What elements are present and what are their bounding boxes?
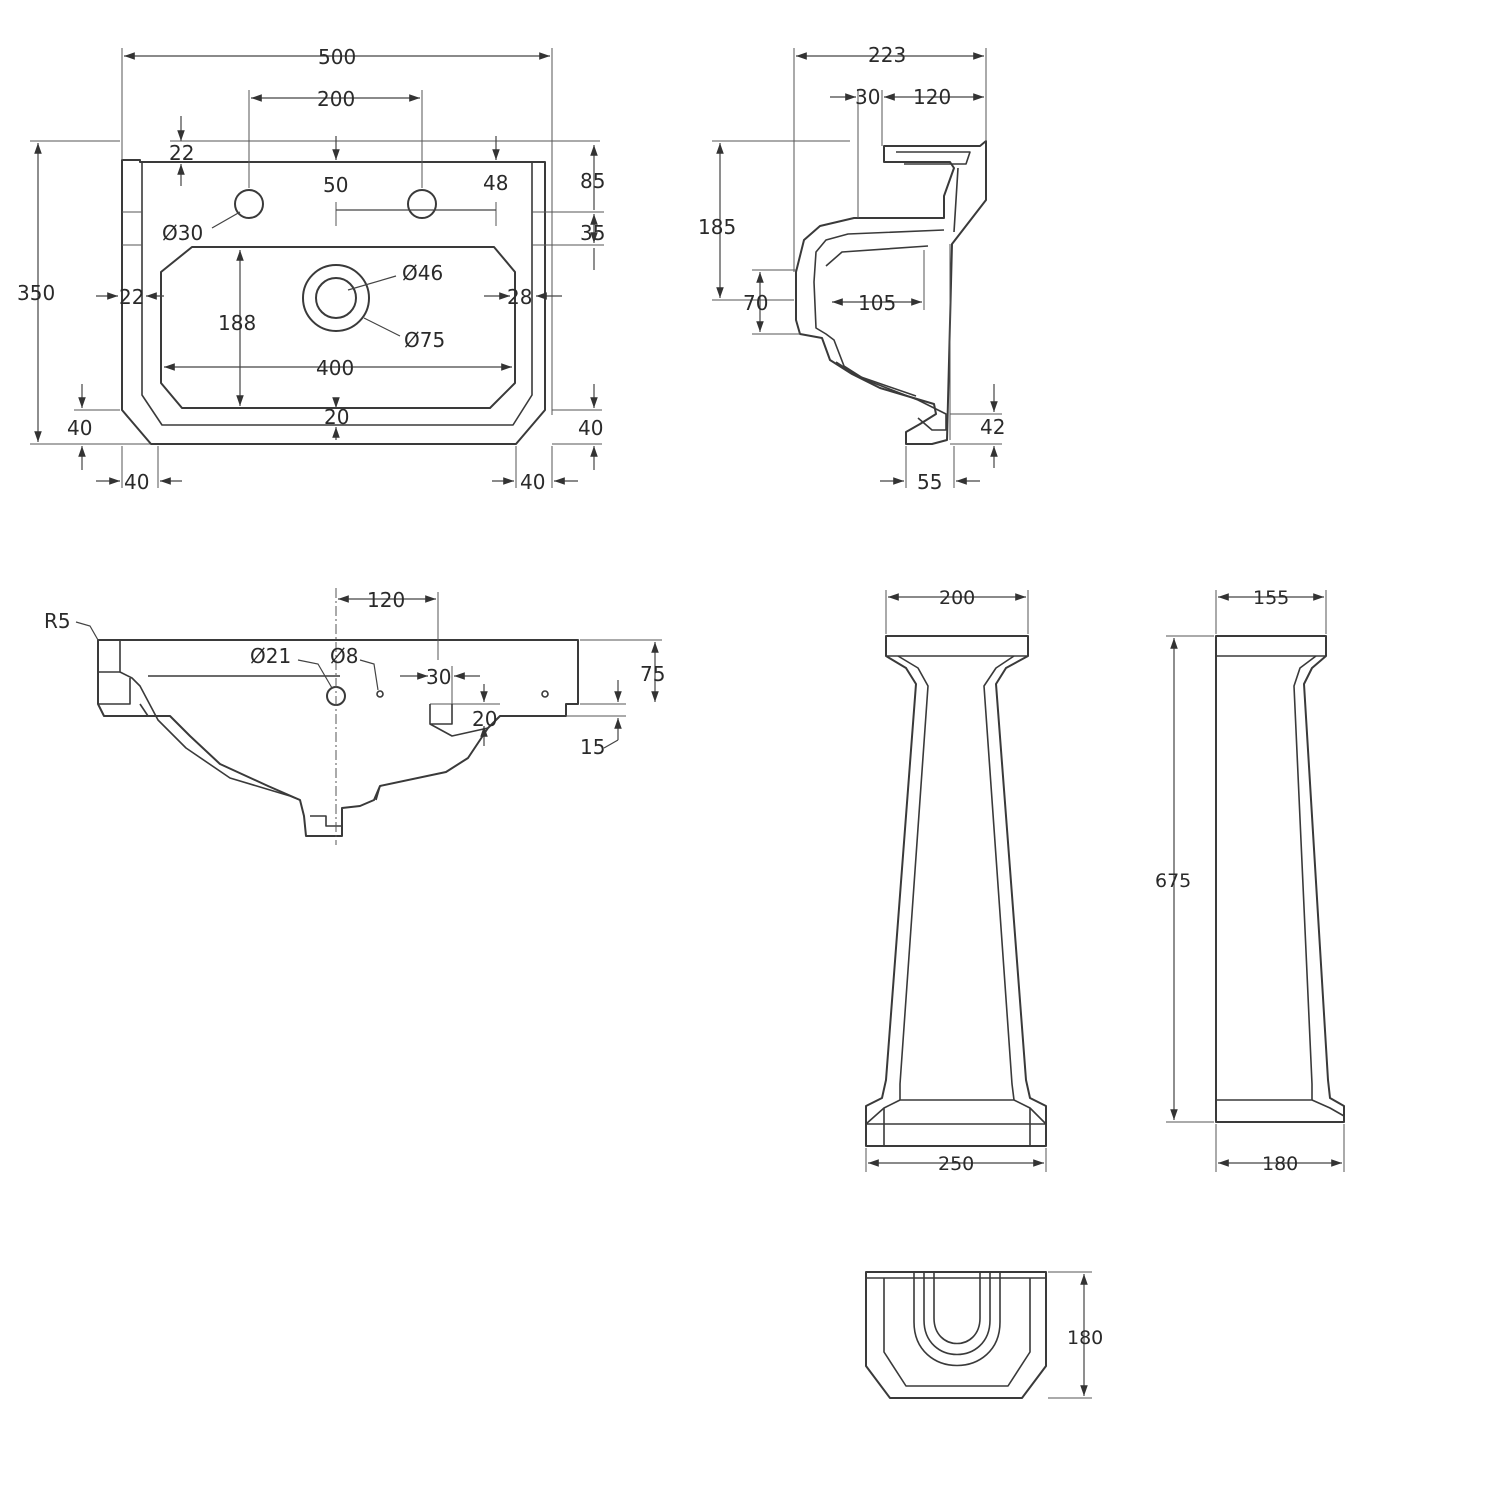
dim-42: 42 xyxy=(980,415,1005,439)
dim-50: 50 xyxy=(323,173,348,197)
dim-28-right: 28 xyxy=(507,285,532,309)
pedestal-side-outline xyxy=(1215,635,1345,1123)
basin-top-view: 500 200 22 50 48 85 35 Ø30 Ø46 Ø7 xyxy=(17,45,605,494)
dim-188: 188 xyxy=(218,311,256,335)
dim-15: 15 xyxy=(580,735,605,759)
tap-hole-right xyxy=(407,189,437,219)
front-hole-right xyxy=(541,690,549,698)
dim-30-front: 30 xyxy=(426,665,451,689)
pedestal-front-view: 200 250 xyxy=(865,587,1047,1175)
dim-185: 185 xyxy=(698,215,736,239)
dim-400: 400 xyxy=(316,356,354,380)
dim-40-right-v: 40 xyxy=(578,416,603,440)
side-section-inner xyxy=(813,229,947,431)
dim-200: 200 xyxy=(317,87,355,111)
dim-70: 70 xyxy=(743,291,768,315)
dim-40-left-v: 40 xyxy=(67,416,92,440)
dim-48: 48 xyxy=(483,171,508,195)
dim-20: 20 xyxy=(324,405,349,429)
dim-40-right-h: 40 xyxy=(520,470,545,494)
dim-22-top: 22 xyxy=(169,141,194,165)
dim-55: 55 xyxy=(917,470,942,494)
dim-120-side: 120 xyxy=(913,85,951,109)
label-waste-outer: Ø75 xyxy=(404,328,445,352)
pedestal-plan-outline xyxy=(865,1271,1047,1399)
label-hole-large: Ø21 xyxy=(250,644,291,668)
basin-front-section: R5 120 Ø21 Ø8 30 20 75 15 xyxy=(44,588,665,845)
dim-22-left: 22 xyxy=(119,285,144,309)
basin-outer-outline xyxy=(121,159,546,445)
label-R5: R5 xyxy=(44,609,71,633)
front-section-outline xyxy=(97,639,579,837)
dim-180-side: 180 xyxy=(1262,1153,1298,1175)
label-hole-small: Ø8 xyxy=(330,644,358,668)
dim-30-side: 30 xyxy=(855,85,880,109)
dim-75: 75 xyxy=(640,662,665,686)
dim-350: 350 xyxy=(17,281,55,305)
basin-rim-line xyxy=(141,162,533,426)
waste-outer xyxy=(302,264,370,332)
basin-bowl-outline xyxy=(160,246,516,409)
dim-155: 155 xyxy=(1253,587,1289,609)
dim-180-plan: 180 xyxy=(1067,1327,1103,1349)
waste-inner xyxy=(315,277,357,319)
side-section-outline xyxy=(795,140,987,445)
front-section-inner xyxy=(119,640,301,801)
dim-20-front: 20 xyxy=(472,707,497,731)
label-waste-inner: Ø46 xyxy=(402,261,443,285)
dim-120-front: 120 xyxy=(367,588,405,612)
dim-105: 105 xyxy=(858,291,896,315)
pedestal-front-outline xyxy=(865,635,1047,1147)
dim-35: 35 xyxy=(580,221,605,245)
dim-675: 675 xyxy=(1155,870,1191,892)
front-hole-small xyxy=(376,690,384,698)
dim-40-left-h: 40 xyxy=(124,470,149,494)
tap-hole-left xyxy=(234,189,264,219)
dim-85: 85 xyxy=(580,169,605,193)
pedestal-plan-view: 180 xyxy=(865,1271,1103,1399)
basin-side-section: 223 30 120 185 70 105 42 55 xyxy=(698,43,1005,494)
pedestal-side-view: 155 675 180 xyxy=(1155,587,1345,1175)
label-tap-dia: Ø30 xyxy=(162,221,203,245)
dim-200-pedestal: 200 xyxy=(939,587,975,609)
dim-500: 500 xyxy=(318,45,356,69)
dim-250: 250 xyxy=(938,1153,974,1175)
dim-223: 223 xyxy=(868,43,906,67)
